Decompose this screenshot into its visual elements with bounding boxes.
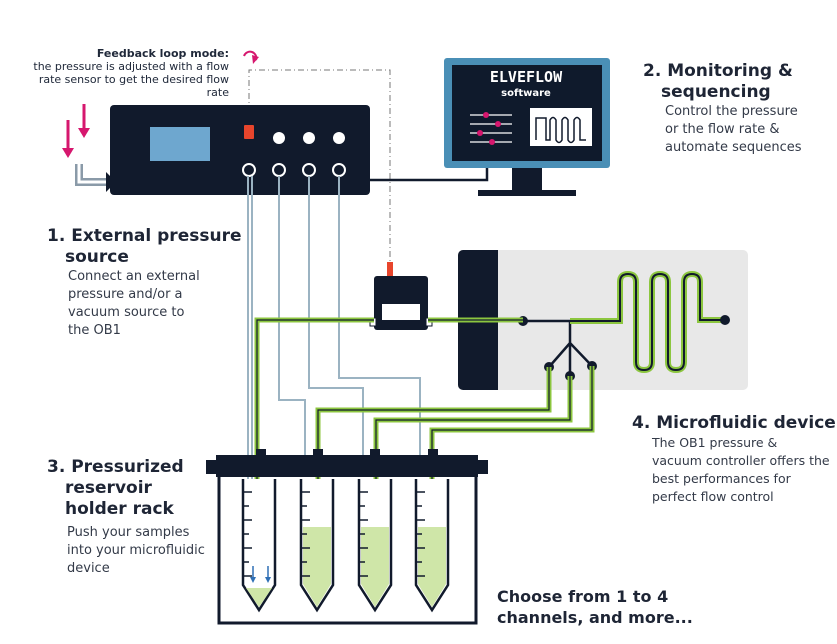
pressure-arrows	[250, 566, 271, 583]
external-desc-1: Connect an external	[68, 269, 200, 284]
feedback-title: Feedback loop mode:	[96, 47, 229, 60]
ob1-controller	[110, 105, 370, 195]
software-label: software	[501, 88, 551, 99]
microfluidic-heading: 4. Microfluidic device	[632, 413, 836, 433]
external-desc-3: vacuum source to	[68, 305, 185, 320]
pressure-tubes	[247, 176, 421, 580]
microfluidic-desc-3: best performances for	[652, 471, 791, 486]
channels-block: Choose from 1 to 4 channels, and more...	[497, 586, 727, 628]
sliders-icon	[470, 112, 512, 145]
monitor	[444, 58, 610, 196]
external-desc-4: the OB1	[68, 323, 121, 338]
waveform-icon	[530, 108, 592, 146]
monitoring-desc-1: Control the pressure	[665, 104, 798, 119]
microfluidic-desc-2: vacuum controller offers the	[652, 453, 830, 468]
reservoir-desc-1: Push your samples	[67, 525, 190, 540]
software-brand: ELVEFLOW	[489, 68, 563, 86]
inlet-arrows	[62, 104, 90, 158]
feedback-line3: rate	[206, 86, 229, 99]
reservoir-rack	[206, 455, 488, 625]
reservoir-block: 3. Pressurized reservoir holder rack Pus…	[47, 457, 217, 578]
monitoring-desc-3: automate sequences	[665, 140, 802, 155]
reservoir-heading-2: reservoir	[65, 478, 152, 498]
external-heading-1: 1. External pressure	[47, 226, 242, 246]
reservoir-heading-1: 3. Pressurized	[47, 457, 184, 477]
sample-tubes	[241, 479, 450, 613]
reservoir-desc-3: device	[67, 561, 110, 576]
monitoring-block: 2. Monitoring & sequencing Control the p…	[643, 61, 833, 157]
microfluidic-desc-4: perfect flow control	[652, 489, 774, 504]
external-block: 1. External pressure source Connect an e…	[47, 226, 247, 340]
feedback-label: Feedback loop mode: the pressure is adju…	[10, 47, 229, 99]
reservoir-heading-3: holder rack	[65, 499, 174, 519]
tube-connectors	[256, 449, 438, 455]
feedback-line2: rate sensor to get the desired flow	[38, 73, 229, 86]
flow-sensor	[369, 262, 433, 330]
feedback-dashed-line	[248, 69, 391, 262]
microfluidic-desc-1: The OB1 pressure &	[652, 435, 778, 450]
refresh-icon	[243, 50, 259, 64]
channels-line-1: Choose from 1 to 4	[497, 587, 669, 606]
external-desc-2: pressure and/or a	[68, 287, 183, 302]
monitoring-heading-1: 2. Monitoring &	[643, 61, 793, 81]
reservoir-desc-2: into your microfluidic	[67, 543, 205, 558]
monitoring-heading-2: sequencing	[661, 82, 771, 102]
monitoring-desc-2: or the flow rate &	[665, 122, 780, 137]
feedback-line1: the pressure is adjusted with a flow	[33, 60, 229, 73]
channels-line-2: channels, and more...	[497, 608, 693, 627]
microfluidic-block: 4. Microfluidic device The OB1 pressure …	[632, 413, 837, 506]
external-heading-2: source	[65, 247, 129, 267]
